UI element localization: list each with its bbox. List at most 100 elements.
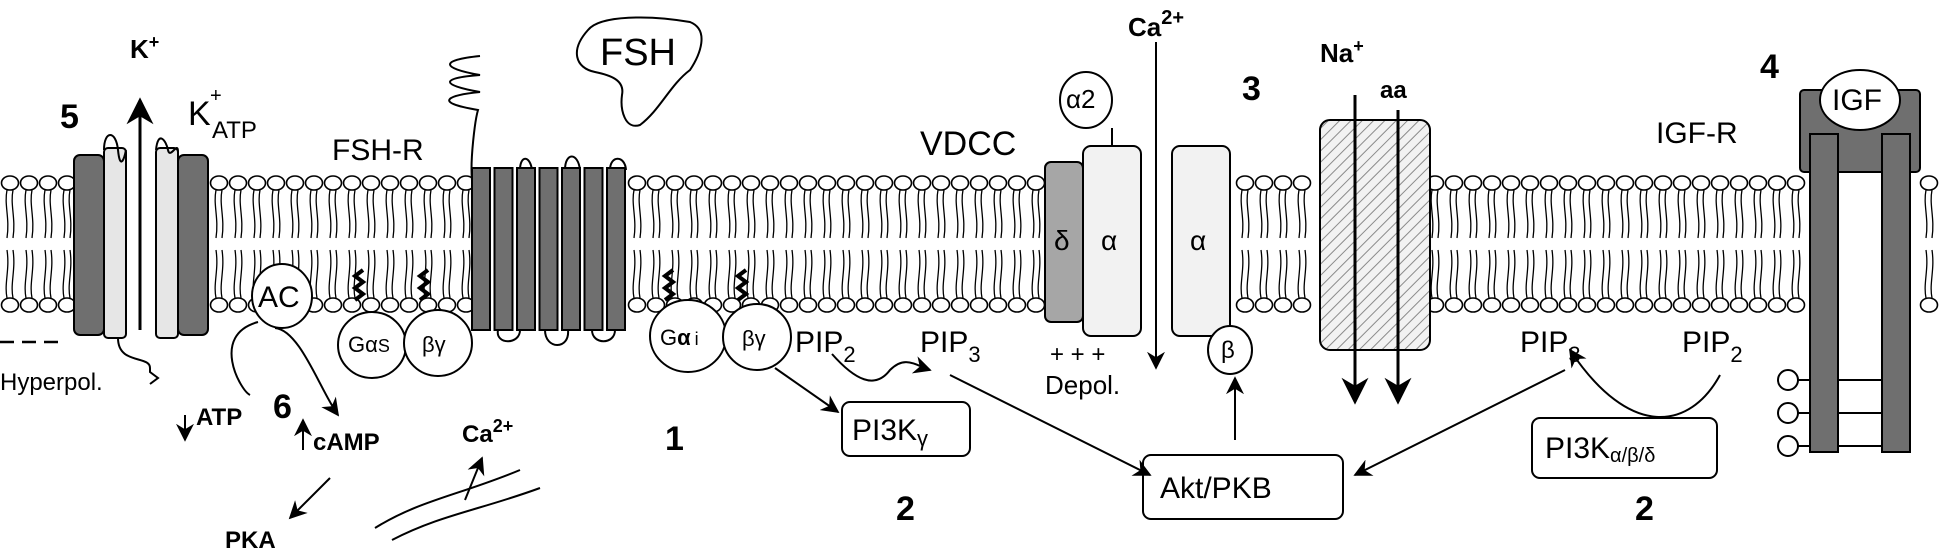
lipid-head xyxy=(1292,297,1312,313)
igf-receptor xyxy=(1777,69,1921,457)
lipid-tail xyxy=(290,189,300,239)
lipid-tail xyxy=(1620,249,1630,299)
lipid-head xyxy=(931,175,951,191)
lipid-head xyxy=(38,175,58,191)
lipid-tail xyxy=(689,189,699,239)
label-number-5: 5 xyxy=(60,98,79,136)
lipid-head xyxy=(399,175,419,191)
lipid-head xyxy=(1482,297,1502,313)
lipid-head xyxy=(1444,297,1464,313)
label-bg1: βγ xyxy=(422,332,446,357)
lipid-head xyxy=(1235,175,1255,191)
lipid-head xyxy=(1710,175,1730,191)
lipid-tail xyxy=(632,189,642,239)
lipid-tail xyxy=(1658,249,1668,299)
lipid-tail xyxy=(803,249,813,299)
lipid-head xyxy=(1767,175,1787,191)
lipid-head xyxy=(912,175,932,191)
lipid-head xyxy=(1919,297,1939,313)
lipid-tail xyxy=(1278,189,1288,239)
lipid-tail xyxy=(936,189,946,239)
lipid-tail xyxy=(309,189,319,239)
lipid-head xyxy=(1577,175,1597,191)
lipid-head xyxy=(874,297,894,313)
lipid-head xyxy=(950,175,970,191)
lipid-tail xyxy=(366,249,376,299)
lipid-tail xyxy=(1297,189,1307,239)
label-number-2-left: 2 xyxy=(896,490,915,528)
lipid-tail xyxy=(5,249,15,299)
label-pip3-left: PIP3 xyxy=(920,326,981,367)
lipid-head xyxy=(342,175,362,191)
lipid-tail xyxy=(860,249,870,299)
lipid-tail xyxy=(347,189,357,239)
lipid-head xyxy=(1007,297,1027,313)
lipid-head xyxy=(57,297,77,313)
lipid-head xyxy=(969,175,989,191)
lipid-tail xyxy=(43,249,53,299)
fshr-helix xyxy=(493,167,514,331)
lipid-tail xyxy=(1240,249,1250,299)
lipid-head xyxy=(57,175,77,191)
lipid-head xyxy=(1653,175,1673,191)
lipid-tail xyxy=(651,189,661,239)
lipid-head xyxy=(1710,297,1730,313)
lipid-head xyxy=(380,297,400,313)
lipid-tail xyxy=(746,189,756,239)
lipid-head xyxy=(1653,297,1673,313)
lipid-tail xyxy=(366,189,376,239)
lipid-tail xyxy=(214,189,224,239)
fshr-helix xyxy=(538,167,559,331)
lipid-tail xyxy=(214,249,224,299)
lipid-head xyxy=(779,297,799,313)
lipid-tail xyxy=(803,189,813,239)
label-alpha-vdcc: α xyxy=(1101,225,1117,256)
lipid-head xyxy=(931,297,951,313)
label-igf: IGF xyxy=(1832,84,1882,117)
lipid-tail xyxy=(1791,189,1801,239)
lipid-tail xyxy=(62,189,72,239)
lipid-tail xyxy=(1525,249,1535,299)
lipid-head xyxy=(741,175,761,191)
lipid-bilayer xyxy=(0,175,1939,313)
lipid-head xyxy=(1007,175,1027,191)
label-number-6: 6 xyxy=(273,388,292,426)
lipid-head xyxy=(1691,297,1711,313)
lipid-tail xyxy=(24,249,34,299)
lipid-head xyxy=(1539,175,1559,191)
lipid-head xyxy=(1292,175,1312,191)
bilayer-top-tails xyxy=(5,189,1934,239)
lipid-head xyxy=(0,297,20,313)
lipid-tail xyxy=(1715,249,1725,299)
lipid-tail xyxy=(423,189,433,239)
lipid-head xyxy=(209,297,229,313)
lipid-tail xyxy=(1544,189,1554,239)
lipid-tail xyxy=(404,189,414,239)
lipid-tail xyxy=(784,249,794,299)
lipid-tail xyxy=(993,189,1003,239)
lipid-head xyxy=(1558,297,1578,313)
lipid-tail xyxy=(670,249,680,299)
lipid-tail xyxy=(993,249,1003,299)
lipid-tail xyxy=(860,189,870,239)
lipid-head xyxy=(1463,297,1483,313)
lipid-tail xyxy=(1696,189,1706,239)
lipid-tail xyxy=(5,189,15,239)
lipid-tail xyxy=(1468,249,1478,299)
label-fsh: FSH xyxy=(600,32,676,74)
lipid-tail xyxy=(252,189,262,239)
lipid-head xyxy=(684,175,704,191)
lipid-head xyxy=(1672,175,1692,191)
lipid-tail xyxy=(708,249,718,299)
lipid-tail xyxy=(917,189,927,239)
label-number-1: 1 xyxy=(665,420,684,458)
lipid-tail xyxy=(1582,189,1592,239)
lipid-head xyxy=(399,297,419,313)
lipid-tail xyxy=(974,249,984,299)
lipid-head xyxy=(779,175,799,191)
label-pi3k-abd: PI3Kα/β/δ xyxy=(1545,432,1655,467)
lipid-tail xyxy=(1240,189,1250,239)
lipid-tail xyxy=(233,189,243,239)
fshr-helix xyxy=(471,167,491,331)
label-na: Na+ xyxy=(1320,36,1364,68)
